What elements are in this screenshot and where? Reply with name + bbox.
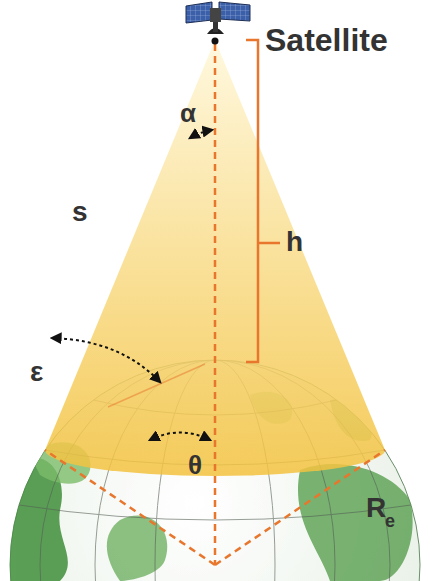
height-bracket [246,40,280,362]
slant-range-label: s [72,198,88,226]
angle-label: θ [188,452,202,478]
angle-label: α [180,100,196,126]
geometry-lines [45,44,385,565]
satellite-icon [186,2,250,45]
angle-arrows [52,130,212,440]
satellite-label: Satellite [265,24,388,56]
radius-label: R [366,494,386,522]
subscript-label: e [385,512,395,530]
angle-label: ε [30,358,43,386]
height-label: h [286,228,303,256]
horizon-line [108,364,205,407]
